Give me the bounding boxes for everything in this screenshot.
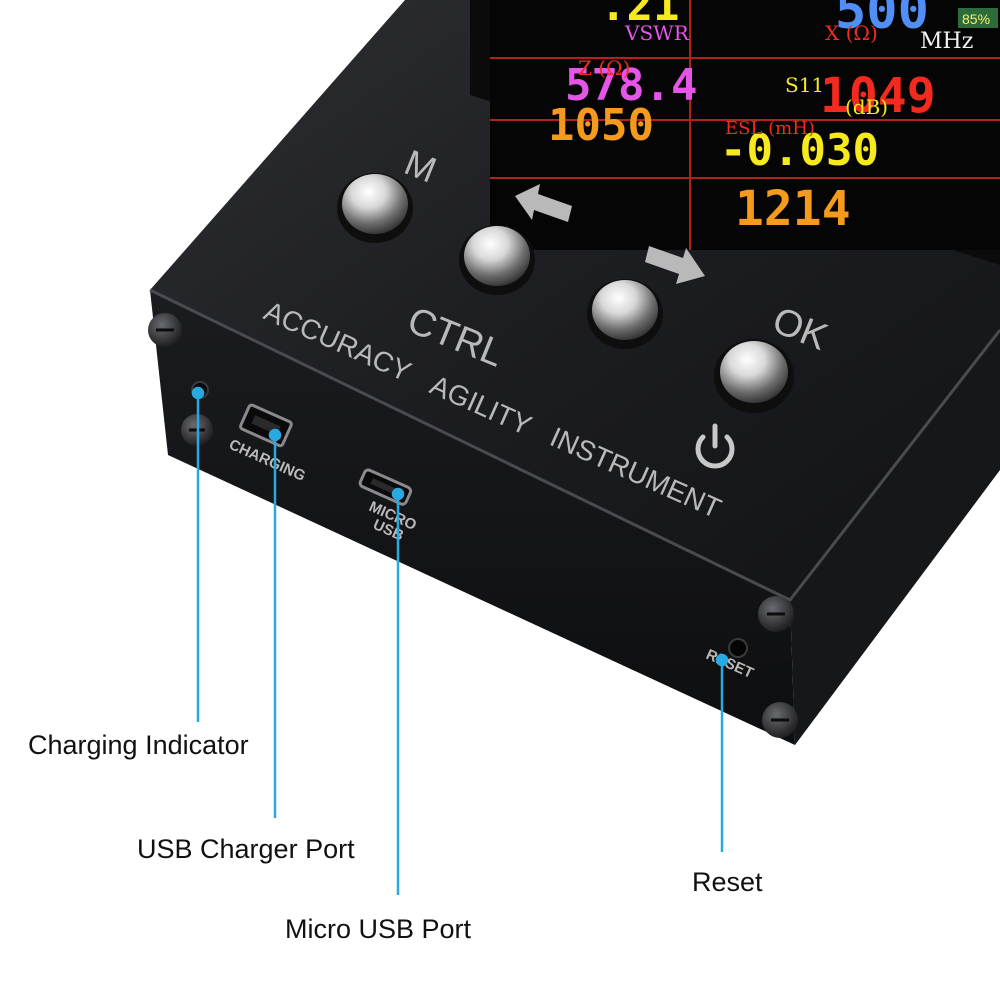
battery-badge xyxy=(958,8,998,28)
reset-hole[interactable] xyxy=(728,638,748,658)
m-button[interactable] xyxy=(337,173,413,243)
screen: 85% .21 500 MHz VSWR 578.4 X (Ω) 1049 Z … xyxy=(470,0,1000,265)
impedance-label: Z (Ω) xyxy=(578,56,630,80)
frequency-unit: MHz xyxy=(920,29,973,54)
device-edge-highlight xyxy=(149,288,1000,602)
vswr-value: 578.4 xyxy=(565,60,697,111)
arrow-right-icon xyxy=(645,246,705,284)
s11-label: S11 xyxy=(785,73,824,97)
reactance-label: X (Ω) xyxy=(825,21,878,45)
callout-charging-indicator: Charging Indicator xyxy=(28,730,249,760)
vswr-label: VSWR xyxy=(624,21,690,45)
arrow-left-icon xyxy=(515,184,572,222)
s11-value: -0.030 xyxy=(720,125,879,176)
device-side-face xyxy=(790,330,1000,745)
screen-grid xyxy=(490,0,1000,250)
screen-top-right-value: 500 xyxy=(835,0,929,41)
right-button[interactable] xyxy=(587,279,663,349)
callout-reset: Reset xyxy=(692,867,763,897)
callout-lines xyxy=(191,386,729,895)
reactance-value: 1049 xyxy=(820,68,936,124)
impedance-value: 1050 xyxy=(548,100,654,151)
ok-button[interactable] xyxy=(714,339,794,413)
device-front-face xyxy=(150,290,795,745)
battery-level: 85% xyxy=(962,11,990,27)
esl-label: ESL (mH) xyxy=(725,118,815,139)
esl-value: 1214 xyxy=(735,181,851,237)
callout-usb-charger-port: USB Charger Port xyxy=(137,834,355,864)
screen-top-left-value: .21 xyxy=(600,0,679,31)
power-icon xyxy=(695,423,735,469)
db-label: (dB) xyxy=(845,95,888,119)
callout-micro-usb-port: Micro USB Port xyxy=(285,914,472,944)
left-button[interactable] xyxy=(459,225,535,295)
screen-display xyxy=(490,0,1000,250)
